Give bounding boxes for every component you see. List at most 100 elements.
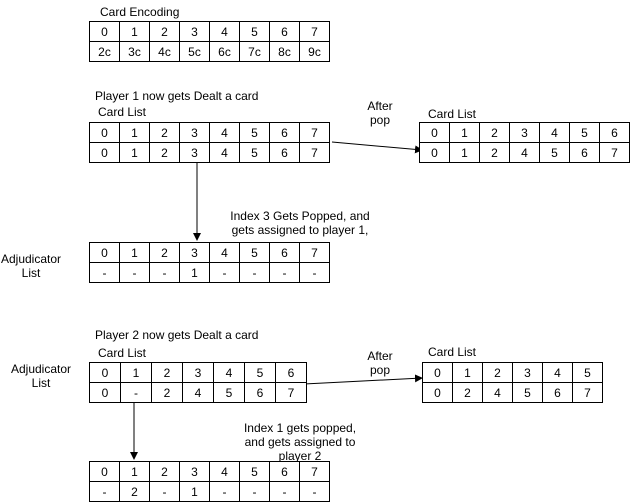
cell: 3 [179,21,210,42]
cell: - [239,481,270,502]
step2-pop-note: Index 1 gets popped, and gets assigned t… [243,421,357,463]
step2-adjudicator-label: Adjudicator List [10,362,72,390]
cell: 6 [542,382,573,403]
step1-adjudicator-value-row: ---1---- [89,262,330,283]
cell: 4c [149,41,180,62]
cell: 3 [182,362,214,383]
cell: 3 [509,122,540,143]
cell: 0 [89,242,120,263]
cell: 7 [299,242,330,263]
cell: 6 [269,461,300,482]
cell: - [239,262,270,283]
cell: 1 [119,461,150,482]
cell: 0 [422,382,453,403]
cell: 3c [119,41,150,62]
cell: 6c [209,41,240,62]
cell: 5 [239,461,270,482]
cell: 7 [299,122,330,143]
cell: 7 [572,382,603,403]
cell: 0 [419,122,450,143]
cell: - [209,262,240,283]
cell: 4 [539,122,570,143]
cell: 2c [89,41,120,62]
step1-after-card-list-label: Card List [428,107,477,121]
cell: 7 [275,382,307,403]
cell: 1 [120,362,152,383]
cell: 4 [542,362,573,383]
cell: - [89,481,120,502]
cell: 1 [119,122,150,143]
cell: - [89,262,120,283]
cell: 6 [269,142,300,163]
cell: 2 [452,382,483,403]
step1-adjudicator-label: Adjudicator List [0,252,62,280]
cell: 1 [179,262,210,283]
cell: 5 [239,242,270,263]
cell: 9c [299,41,330,62]
step1-after-pop-label: After pop [367,99,393,127]
cell: 6 [569,142,600,163]
cell: 0 [89,122,120,143]
cell: - [149,481,180,502]
cell: 3 [179,122,210,143]
cell: 2 [149,461,180,482]
cell: - [120,382,152,403]
cell: 4 [482,382,513,403]
cell: 2 [482,362,513,383]
cell: 0 [89,382,121,403]
after-pop-arrow-2 [303,374,423,385]
cell: 2 [149,242,180,263]
step1-card-list-label: Card List [98,105,147,119]
cell: 2 [479,142,510,163]
cell: - [299,481,330,502]
cell: 7c [239,41,270,62]
cell: - [149,262,180,283]
cell: 2 [149,21,180,42]
cell: 6 [244,382,276,403]
cell: 5 [569,122,600,143]
cell: 1 [449,142,480,163]
cell: 1 [449,122,480,143]
cell: 5 [239,21,270,42]
cell: 3 [512,362,543,383]
cell: 0 [89,142,120,163]
cell: 4 [182,382,214,403]
cell: 5 [244,362,276,383]
step1-heading: Player 1 now gets Dealt a card [95,89,259,103]
cell: 5 [512,382,543,403]
cell: 2 [479,122,510,143]
cell: 2 [151,362,183,383]
cell: 5 [239,122,270,143]
after-pop-arrow-1 [331,141,423,154]
cell: 5 [572,362,603,383]
cell: 7 [599,142,630,163]
cell: 1 [179,481,210,502]
cell: 6 [269,122,300,143]
cell: 7 [299,461,330,482]
cell: 2 [151,382,183,403]
step2-heading: Player 2 now gets Dealt a card [95,328,259,342]
step2-after-pop-label: After pop [367,349,393,377]
cell: 5c [179,41,210,62]
cell: 1 [119,142,150,163]
cell: 6 [275,362,307,383]
cell: 1 [119,21,150,42]
cell: 3 [179,461,210,482]
cell: 0 [422,362,453,383]
step2-card-list-label: Card List [98,346,147,360]
cell: 0 [89,362,121,383]
